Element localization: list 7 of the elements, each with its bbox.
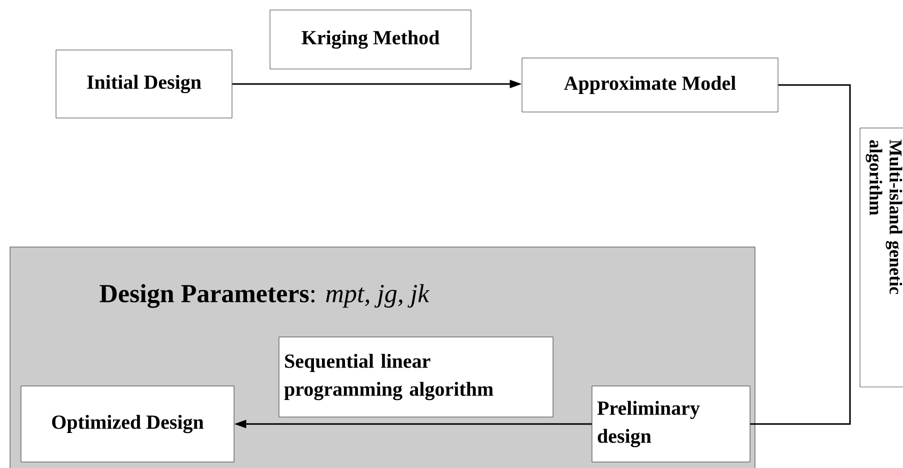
method-box: Multi-island genetic algorithm [860,128,903,388]
process-box: Approximate Model [522,58,778,112]
method-box: Sequential linear programming algorithm [278,336,554,418]
method-box: Kriging Method [270,10,472,70]
process-box: Initial Design [56,50,232,118]
process-box: Optimized Design [20,386,234,462]
process-box: Preliminary design [592,386,750,462]
